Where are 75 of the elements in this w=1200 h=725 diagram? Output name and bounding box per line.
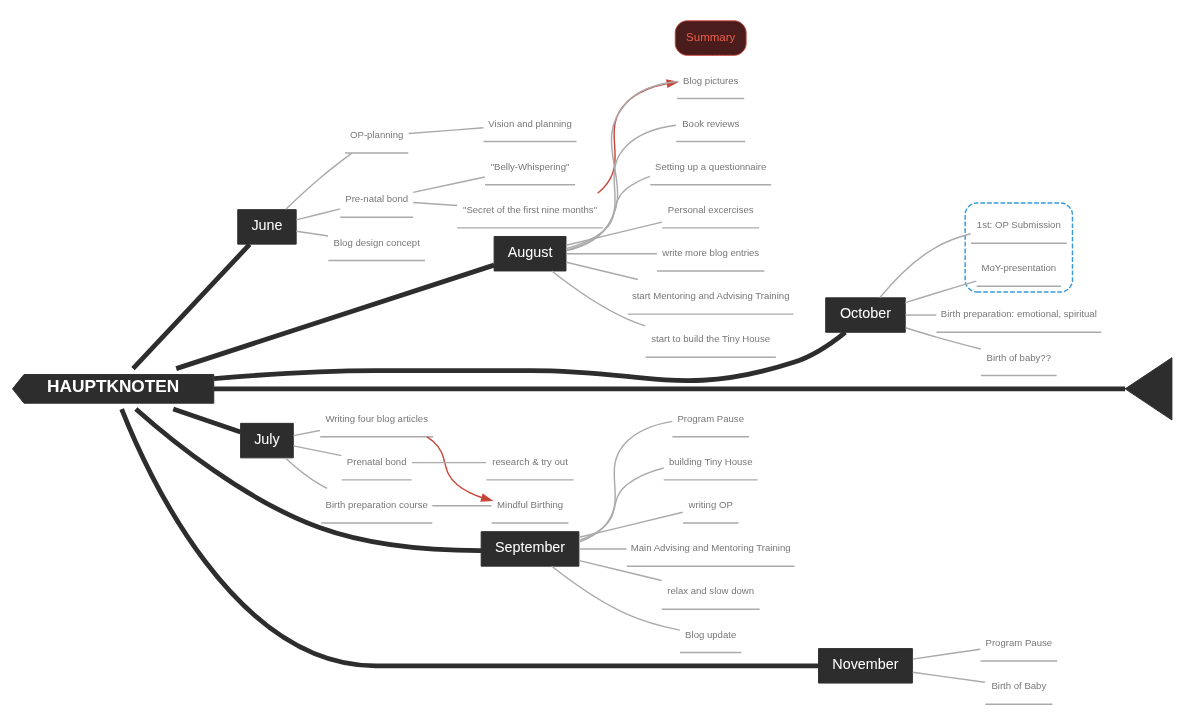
connector xyxy=(134,407,482,553)
connector xyxy=(565,221,663,246)
node-box: August xyxy=(493,236,567,272)
connector xyxy=(565,175,651,250)
node-text: building Tiny House xyxy=(668,456,753,468)
connector xyxy=(904,327,982,350)
connector xyxy=(295,230,329,237)
node-text: Prenatal bond xyxy=(346,456,407,468)
node-text: Birth preparation: emotional, spiritual xyxy=(940,308,1097,320)
node-text: 1st: OP Submission xyxy=(976,219,1061,231)
node-text: writing OP xyxy=(688,499,733,511)
connector xyxy=(284,457,328,490)
node-box: June xyxy=(237,209,297,245)
connector xyxy=(565,124,677,251)
node-text: start to build the Tiny House xyxy=(651,333,771,345)
connector xyxy=(879,233,972,299)
connector xyxy=(431,505,493,507)
node-box: November xyxy=(818,648,913,684)
connector xyxy=(911,671,986,684)
node-text: start Mentoring and Advising Training xyxy=(631,290,790,302)
connector xyxy=(131,242,252,371)
node-text: write more blog entries xyxy=(662,247,760,259)
node-text: Personal excercises xyxy=(667,203,754,215)
node-text: relax and slow down xyxy=(667,585,755,597)
connector xyxy=(119,408,819,669)
node-text: Vision and planning xyxy=(488,117,572,129)
connector xyxy=(285,152,353,210)
connector xyxy=(578,420,673,543)
node-text: Writing four blog articles xyxy=(325,412,428,424)
node-text: "Belly-Whispering" xyxy=(490,160,570,172)
connector xyxy=(911,648,981,660)
node-text: Pre-natal bond xyxy=(345,193,409,205)
node-text: Blog pictures xyxy=(683,74,739,86)
connector xyxy=(565,253,658,255)
node-box: September xyxy=(480,531,580,567)
node-text: Birth of baby?? xyxy=(986,351,1052,363)
node-text: MoY-presentation xyxy=(981,262,1057,274)
connector xyxy=(565,261,639,281)
connector xyxy=(213,386,1125,392)
node-text: OP-planning xyxy=(350,129,404,141)
connector xyxy=(904,314,937,316)
node-triangle xyxy=(1124,357,1173,421)
connector xyxy=(295,208,341,221)
node-box: October xyxy=(825,297,906,333)
connector xyxy=(292,445,343,457)
node-text: Blog update xyxy=(685,628,737,640)
node-text: Program Pause xyxy=(985,637,1053,649)
connector xyxy=(578,511,684,538)
connector xyxy=(412,176,486,194)
node-box: July xyxy=(240,422,294,459)
connector xyxy=(411,461,487,464)
connector xyxy=(904,280,978,304)
connector xyxy=(551,565,681,631)
connector xyxy=(578,548,628,550)
node-text: Blog design concept xyxy=(333,236,420,248)
connector xyxy=(578,467,665,542)
connector xyxy=(292,429,321,437)
connector xyxy=(551,270,646,327)
node-text: Setting up a questionnaire xyxy=(655,160,767,172)
node-text: Birth of Baby xyxy=(991,680,1047,692)
node-text: Program Pause xyxy=(677,412,744,424)
node-text: Birth preparation course xyxy=(325,499,428,511)
node-text: Mindful Birthing xyxy=(497,499,564,511)
connector xyxy=(412,201,458,207)
node-text: Book reviews xyxy=(682,117,740,129)
node-text: "Secret of the first nine months" xyxy=(463,203,598,215)
node-text: Main Advising and Mentoring Training xyxy=(630,542,791,554)
connector xyxy=(213,330,847,383)
arrow xyxy=(426,436,494,502)
connector xyxy=(175,262,495,371)
connector xyxy=(407,127,485,135)
connector xyxy=(172,406,242,435)
connector xyxy=(578,559,663,582)
node-box: Summary xyxy=(674,20,747,56)
node-text: research & try out xyxy=(492,456,568,468)
